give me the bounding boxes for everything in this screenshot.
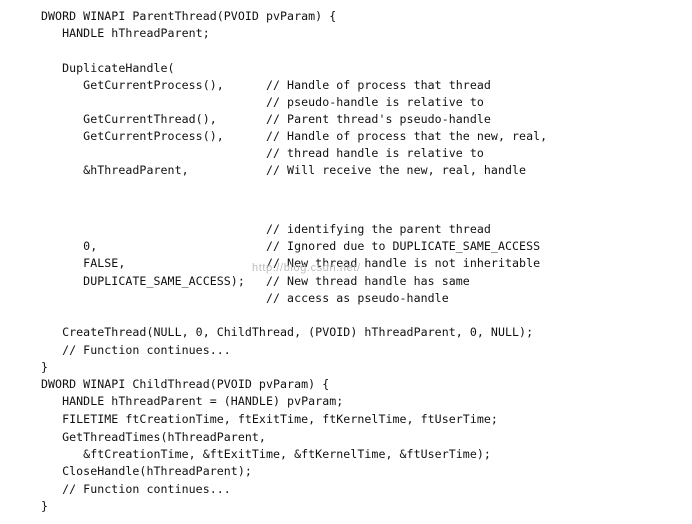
code-line: } bbox=[41, 360, 49, 374]
code-line: DWORD WINAPI ParentThread(PVOID pvParam)… bbox=[41, 9, 337, 23]
code-line: 0, // Ignored due to DUPLICATE_SAME_ACCE… bbox=[41, 239, 541, 253]
code-line: FALSE, // New thread handle is not inher… bbox=[41, 256, 541, 270]
code-line: // identifying the parent thread bbox=[41, 222, 491, 236]
code-line: GetThreadTimes(hThreadParent, bbox=[41, 430, 266, 444]
code-line: CreateThread(NULL, 0, ChildThread, (PVOI… bbox=[41, 325, 534, 339]
code-line: // thread handle is relative to bbox=[41, 146, 484, 160]
code-line: // access as pseudo-handle bbox=[41, 291, 449, 305]
code-line: FILETIME ftCreationTime, ftExitTime, ftK… bbox=[41, 412, 498, 426]
code-line: // Function continues... bbox=[41, 343, 231, 357]
code-line: GetCurrentThread(), // Parent thread's p… bbox=[41, 112, 491, 126]
code-line: } bbox=[41, 499, 49, 513]
code-line: CloseHandle(hThreadParent); bbox=[41, 464, 252, 478]
code-line: GetCurrentProcess(), // Handle of proces… bbox=[41, 129, 548, 143]
code-line: DuplicateHandle( bbox=[41, 61, 175, 75]
code-line: // pseudo-handle is relative to bbox=[41, 95, 484, 109]
code-line: HANDLE hThreadParent; bbox=[41, 26, 210, 40]
code-line: DWORD WINAPI ChildThread(PVOID pvParam) … bbox=[41, 377, 330, 391]
code-line: &ftCreationTime, &ftExitTime, &ftKernelT… bbox=[41, 447, 491, 461]
code-line: DUPLICATE_SAME_ACCESS); // New thread ha… bbox=[41, 274, 470, 288]
code-line: &hThreadParent, // Will receive the new,… bbox=[41, 163, 527, 177]
code-line: GetCurrentProcess(), // Handle of proces… bbox=[41, 78, 491, 92]
code-line: // Function continues... bbox=[41, 482, 231, 496]
code-line: HANDLE hThreadParent = (HANDLE) pvParam; bbox=[41, 394, 344, 408]
